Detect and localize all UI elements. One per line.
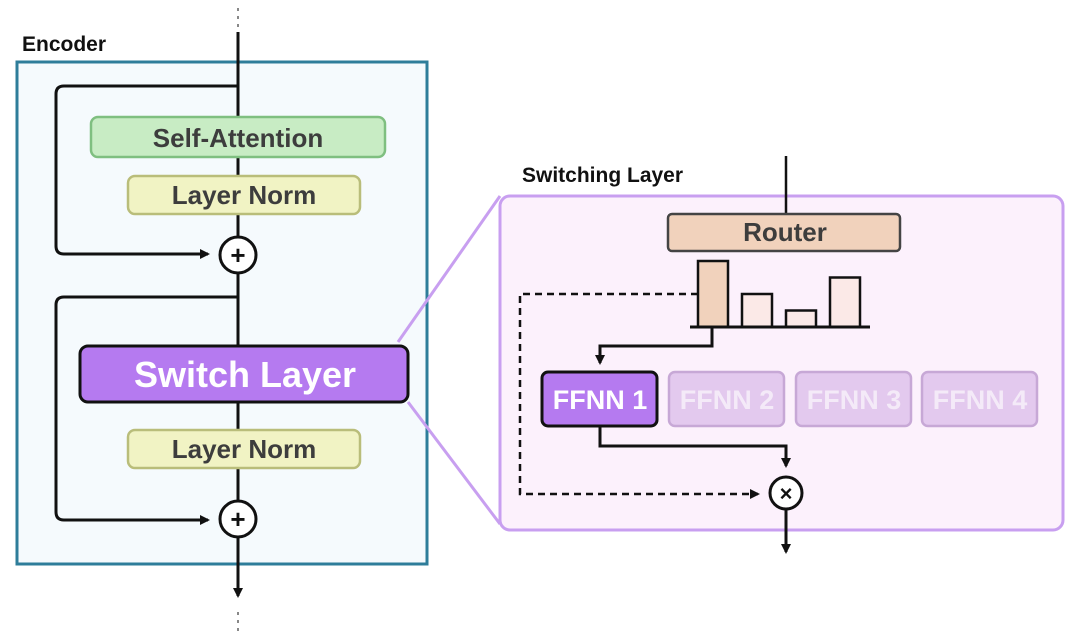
switching-layer-title: Switching Layer [522,164,683,187]
multiply-node: × [768,475,804,511]
expert-3-label: FFNN 3 [807,385,902,415]
layer-norm-bottom-label: Layer Norm [172,434,317,464]
self-attention-block: Self-Attention [89,115,387,159]
add-icon: + [230,240,245,270]
router-bar-expert-2 [740,292,774,329]
router-label: Router [743,217,827,247]
expert-2: FFNN 2 [667,370,786,428]
expert-4-label: FFNN 4 [933,385,1028,415]
multiply-icon: × [780,481,793,506]
zoom-connector-top [396,195,502,343]
router-bar-expert-3 [784,309,818,329]
expert-2-label: FFNN 2 [680,385,775,415]
layer-norm-top-label: Layer Norm [172,180,317,210]
expert-1-label: FFNN 1 [553,385,648,415]
expert-3: FFNN 3 [794,370,913,428]
expert-4: FFNN 4 [920,370,1039,428]
expert-output-arrow [598,426,791,468]
residual-connection-1 [54,84,238,259]
route-to-expert-arrow [595,327,714,365]
switch-layer-block: Switch Layer [78,344,410,404]
layer-norm-top-block: Layer Norm [126,174,362,216]
add-node-2: + [218,499,258,539]
router-probability-chart [696,259,862,329]
add-icon: + [230,504,245,534]
expert-1: FFNN 1 [540,370,659,428]
self-attention-label: Self-Attention [153,123,323,153]
residual-connection-2 [54,295,238,525]
layer-norm-bottom-block: Layer Norm [126,428,362,470]
router-block: Router [666,212,902,253]
add-node-1: + [218,235,258,275]
zoom-connector-bottom [406,401,502,525]
router-bar-expert-1 [696,259,730,329]
encoder-title: Encoder [22,33,106,56]
gate-value-dashed-path [518,292,760,499]
router-bar-expert-4 [828,276,862,329]
switch-layer-label: Switch Layer [134,354,356,395]
